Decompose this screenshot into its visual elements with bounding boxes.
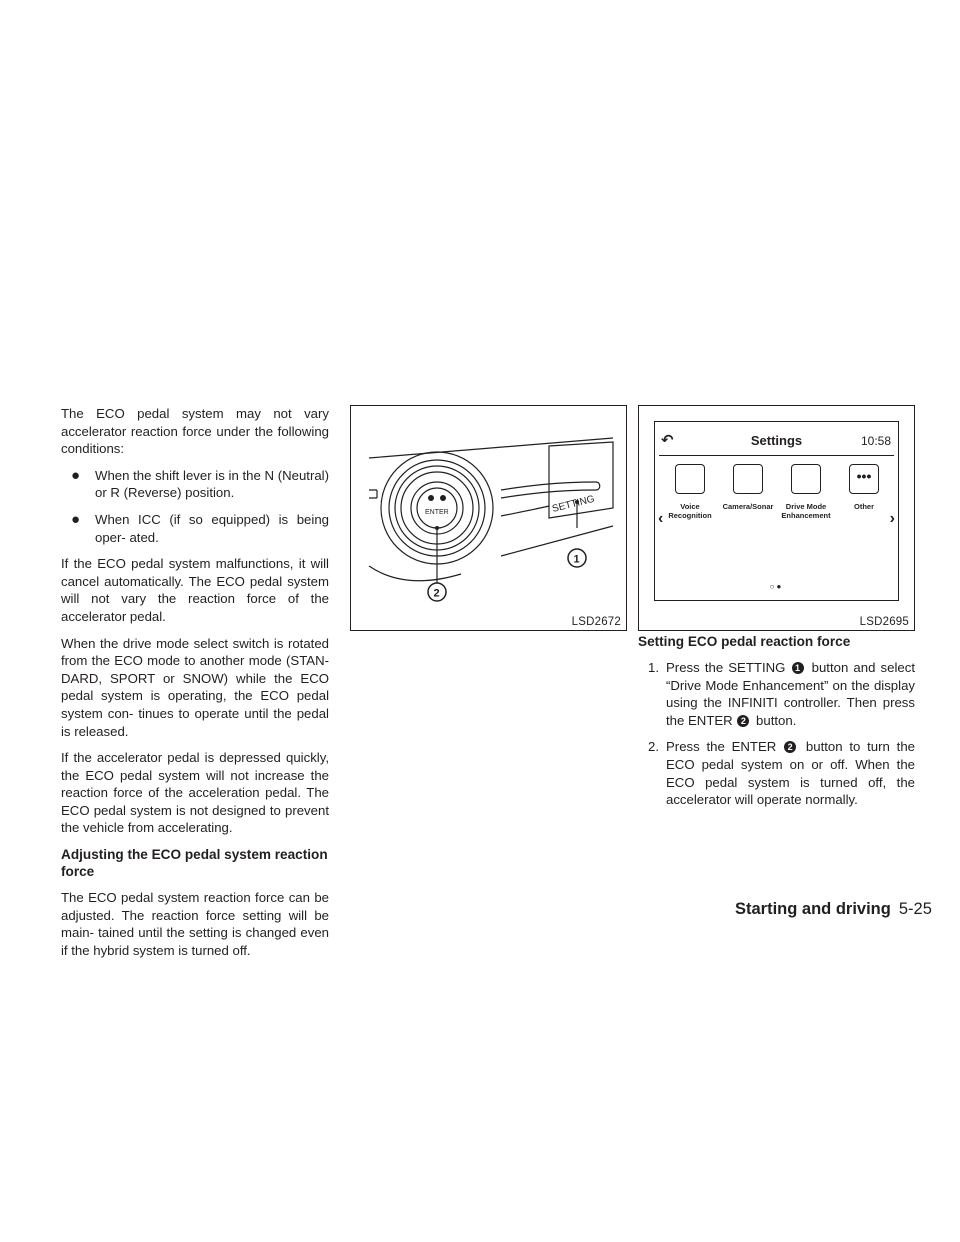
figure-id: LSD2695 (859, 616, 909, 628)
enter-label: ENTER (425, 509, 449, 516)
step-item: 1. Press the SETTING 1 button and select… (638, 659, 915, 729)
step-text: button and select “Drive Mode Enhancemen… (666, 660, 915, 728)
step-text: Press the ENTER (666, 739, 777, 755)
tile-label-other: Other (853, 502, 874, 511)
bullet-item: ● When ICC (if so equipped) is being ope… (61, 511, 329, 546)
bullet-text: When the shift lever is in the N (Neutra… (95, 467, 329, 501)
bullet-icon: ● (71, 466, 81, 484)
step-text: button. (756, 712, 797, 728)
voice-recognition-icon (675, 464, 705, 494)
intro-paragraph: The ECO pedal system may not vary accele… (61, 406, 329, 457)
callout-2: 2 (434, 588, 440, 600)
page-number: 5-25 (898, 900, 932, 918)
settings-screen: ↶ Settings 10:58 ••• Voice Recognition C… (654, 421, 899, 601)
tile-label-voice: Voice Recognition (668, 502, 712, 520)
controller-illustration: ENTER SETTING 1 2 (368, 437, 614, 602)
drive-mode-paragraph: When the drive mode select switch is rot… (61, 635, 329, 739)
callout-1-icon: 1 (791, 662, 804, 674)
divider (659, 455, 894, 456)
screen-title: Settings (750, 433, 803, 448)
step-number: 2. (648, 739, 659, 755)
step-item: 2. Press the ENTER 2 button to turn the … (638, 738, 915, 808)
tile-label-camera: Camera/Sonar (722, 502, 774, 511)
drive-mode-icon (791, 464, 821, 494)
figure-id: LSD2672 (571, 616, 621, 628)
text-column-right: Setting ECO pedal reaction force 1. Pres… (638, 633, 915, 818)
screen-time: 10:58 (860, 434, 891, 448)
bullet-text: When ICC (if so equipped) is being oper-… (95, 511, 329, 545)
adjust-heading: Adjusting the ECO pedal system reaction … (61, 847, 328, 880)
tile-label-drive-mode: Drive Mode Enhancement (781, 502, 831, 520)
callout-1: 1 (574, 554, 580, 566)
bullet-item: ● When the shift lever is in the N (Neut… (61, 467, 329, 502)
page-indicator-icon: ○● (769, 582, 784, 591)
setting-heading: Setting ECO pedal reaction force (638, 634, 851, 649)
bullet-icon: ● (71, 510, 81, 528)
back-icon: ↶ (661, 432, 674, 449)
depressed-paragraph: If the accelerator pedal is depressed qu… (61, 750, 329, 836)
callout-2-icon: 2 (784, 741, 797, 754)
camera-sonar-icon (733, 464, 763, 494)
controller-figure: ENTER SETTING 1 2 LSD2672 (350, 405, 627, 631)
step-number: 1. (648, 660, 659, 675)
chevron-left-icon: ‹ (658, 510, 664, 527)
step-text: Press the SETTING (666, 660, 786, 675)
callout-2-icon: 2 (737, 714, 750, 727)
step-text: button to turn the ECO pedal system on o… (666, 739, 915, 808)
adjust-paragraph: The ECO pedal system reaction force can … (61, 890, 329, 958)
page-footer: Starting and driving 5-25 (735, 900, 932, 919)
settings-screen-figure: ↶ Settings 10:58 ••• Voice Recognition C… (638, 405, 915, 631)
other-icon: ••• (849, 464, 879, 494)
malfunction-paragraph: If the ECO pedal system malfunctions, it… (61, 556, 329, 624)
text-column-left: The ECO pedal system may not vary accele… (61, 405, 329, 968)
chevron-right-icon: › (889, 510, 895, 527)
section-title: Starting and driving (735, 900, 891, 918)
